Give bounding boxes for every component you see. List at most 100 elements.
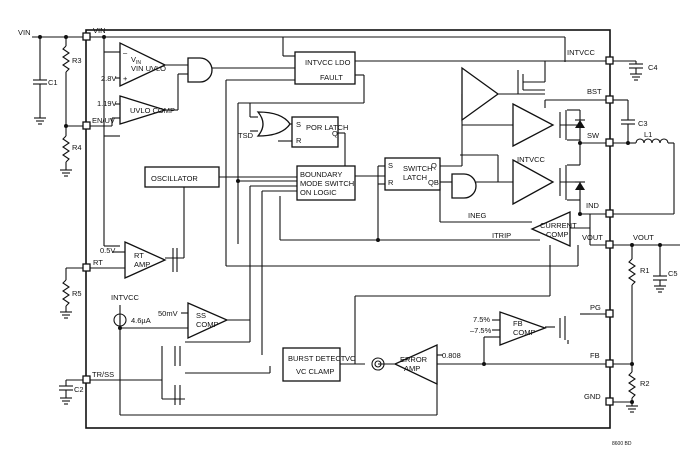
chip-outline [85,29,611,429]
pin-ind [605,209,614,218]
svg-text:ITRIP: ITRIP [492,231,511,240]
svg-text:RT: RT [134,251,144,260]
svg-text:BOUNDARY: BOUNDARY [300,170,342,179]
pin-gnd-label: GND [584,392,601,401]
gm-cell-icon [371,357,385,371]
svg-text:R2: R2 [640,379,650,388]
ss-pulldown-transistors [174,346,181,405]
svg-text:–7.5%: –7.5% [470,326,492,335]
pin-ind-label: IND [586,201,600,210]
pin-rt [82,263,91,272]
internal-wiring [89,35,607,416]
pin-en-uv [82,121,91,130]
svg-text:COMP: COMP [546,230,569,239]
boundary-mode-block: BOUNDARY MODE SWITCH ON LOGIC [296,165,356,201]
external-right [590,60,680,413]
vin-uvlo-label: VIN UVLO [131,64,166,73]
labels: VIN VIN EN/UV RT TR/SS INTVCC BST SW IND… [18,26,678,447]
svg-text:POR LATCH: POR LATCH [306,123,348,132]
svg-text:ERROR: ERROR [400,355,428,364]
pin-intvcc [605,56,614,65]
pin-vin [82,32,91,41]
driver-low-side [512,158,555,206]
svg-text:SS: SS [196,311,206,320]
pin-pg-label: PG [590,303,601,312]
vout-ext-label: VOUT [633,233,654,242]
svg-text:C5: C5 [668,269,678,278]
svg-text:CURRENT: CURRENT [540,221,577,230]
svg-text:0.5V: 0.5V [100,246,115,255]
driver-buffer-top [461,66,500,122]
pin-rt-label: RT [93,258,103,267]
ss-comparator: SS COMP [187,302,229,340]
uvlo-comparator: UVLO COMP [119,95,175,125]
svg-text:7.5%: 7.5% [473,315,490,324]
pin-en-label: EN/UV [92,116,115,125]
svg-text:S: S [296,120,301,129]
vin-uvlo-amp: VIN VIN UVLO – + [119,41,167,88]
pin-intvcc-label: INTVCC [567,48,596,57]
burst-detect-block: BURST DETECT VC CLAMP [282,347,346,382]
svg-text:4.6µA: 4.6µA [131,316,151,325]
external-left [32,35,83,405]
svg-text:1.19V: 1.19V [97,99,117,108]
svg-text:8600 BD: 8600 BD [612,441,632,447]
low-side-mosfet [559,165,585,200]
and-gate-drive [451,173,477,199]
svg-text:L1: L1 [644,130,652,139]
pin-bst-label: BST [587,87,602,96]
svg-text:–: – [123,48,128,57]
svg-text:QB: QB [428,178,439,187]
rt-amp: RT AMP [124,240,167,280]
pin-tr-ss [82,375,91,384]
svg-text:S: S [388,161,393,170]
svg-text:R: R [296,136,302,145]
pin-fb [605,359,614,368]
pin-trss-label: TR/SS [92,370,114,379]
svg-text:AMP: AMP [404,364,420,373]
svg-text:FB: FB [513,319,523,328]
and-gate-enable [187,57,213,83]
svg-text:R4: R4 [72,143,82,152]
svg-text:C1: C1 [48,78,58,87]
pins [82,32,614,406]
pin-vout-label: VOUT [582,233,603,242]
svg-text:R1: R1 [640,266,650,275]
svg-text:INEG: INEG [468,211,487,220]
svg-text:ON LOGIC: ON LOGIC [300,188,337,197]
fb-comparator: FB COMP [499,311,547,346]
uvlo-comp-label: UVLO COMP [130,106,175,115]
pin-fb-label: FB [590,351,600,360]
svg-text:C3: C3 [638,119,648,128]
svg-text:COMP: COMP [513,328,536,337]
pin-bst [605,95,614,104]
por-latch-block: S R Q POR LATCH [291,116,348,148]
svg-text:+: + [123,74,128,83]
svg-text:R: R [388,178,394,187]
svg-text:OSCILLATOR: OSCILLATOR [151,174,198,183]
vin-ext-label: VIN [18,28,31,37]
svg-text:2.8V: 2.8V [101,74,116,83]
svg-text:INTVCC: INTVCC [111,293,140,302]
svg-text:SWITCH: SWITCH [403,164,433,173]
svg-text:C4: C4 [648,63,658,72]
svg-text:COMP: COMP [196,320,219,329]
error-amplifier: ERROR AMP [393,343,438,386]
high-side-mosfet [559,110,585,140]
svg-text:FAULT: FAULT [320,73,343,82]
svg-text:VC: VC [345,354,356,363]
current-comparator: CURRENT COMP [530,210,577,248]
svg-text:Q: Q [431,161,437,170]
pin-vout [605,240,614,249]
switch-latch-block: S R SWITCH LATCH Q QB [384,157,441,191]
svg-text:R3: R3 [72,56,82,65]
pin-vin-label: VIN [93,26,106,35]
svg-text:TSD: TSD [238,131,254,140]
svg-text:AMP: AMP [134,260,150,269]
svg-text:VC CLAMP: VC CLAMP [296,367,334,376]
svg-text:VIN: VIN [131,55,141,66]
oscillator-block: OSCILLATOR [144,166,220,188]
pin-pg [605,309,614,318]
svg-text:0.808: 0.808 [442,351,461,360]
